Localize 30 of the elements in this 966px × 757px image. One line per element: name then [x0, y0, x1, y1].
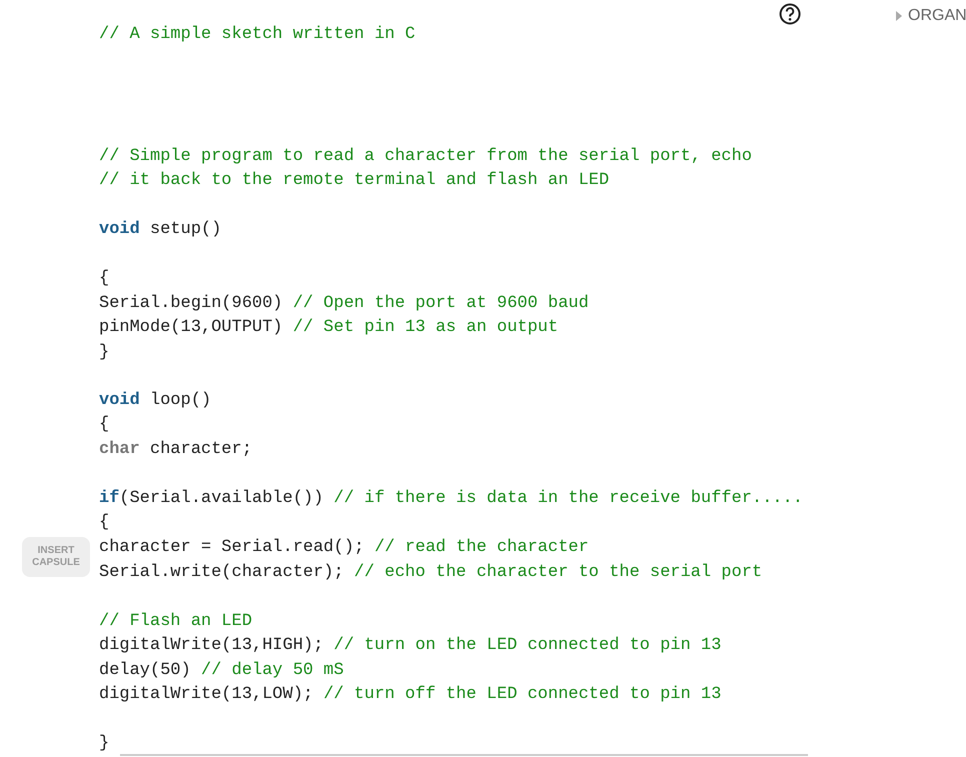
code-comment: // if there is data in the receive buffer.....	[334, 488, 803, 508]
code-comment: // read the character	[374, 538, 589, 556]
code-line: {	[99, 414, 110, 434]
code-comment: // A simple sketch written in C	[99, 24, 416, 44]
code-line: digitalWrite(13,HIGH);	[99, 636, 324, 654]
code-line: {	[99, 512, 110, 532]
code-comment: // delay 50 mS	[201, 660, 344, 680]
code-line: }	[99, 342, 110, 362]
code-line: void loop()	[99, 390, 212, 410]
code-line: }	[99, 734, 110, 752]
code-line: Serial.begin(9600)	[99, 294, 283, 312]
panel-heading: ORGAN	[908, 7, 966, 25]
code-comment: // Flash an LED	[99, 612, 252, 630]
code-line: char character;	[99, 440, 252, 458]
code-comment: // turn on the LED connected to pin 13	[334, 636, 722, 654]
code-line: void setup()	[99, 220, 222, 238]
code-line: delay(50)	[99, 660, 191, 680]
insert-capsule-button: INSERT CAPSULE	[22, 537, 90, 577]
code-line: {	[99, 268, 110, 288]
code-comment: // Set pin 13 as an output	[292, 318, 558, 336]
code-line: if(Serial.available())	[99, 488, 324, 508]
code-comment: // turn off the LED connected to pin 13	[323, 684, 722, 704]
code-line: Serial.write(character);	[99, 562, 344, 582]
code-line: pinMode(13,OUTPUT)	[99, 318, 283, 336]
code-line: character = Serial.read();	[99, 538, 364, 556]
code-comment: // it back to the remote terminal and flash an LED	[99, 170, 610, 190]
code-line: digitalWrite(13,LOW);	[99, 684, 314, 704]
code-comment: // Open the port at 9600 baud	[292, 294, 589, 312]
code-comment: // Simple program to read a character from the serial port, echo	[99, 146, 752, 166]
code-comment: // echo the character to the serial port	[354, 562, 762, 582]
